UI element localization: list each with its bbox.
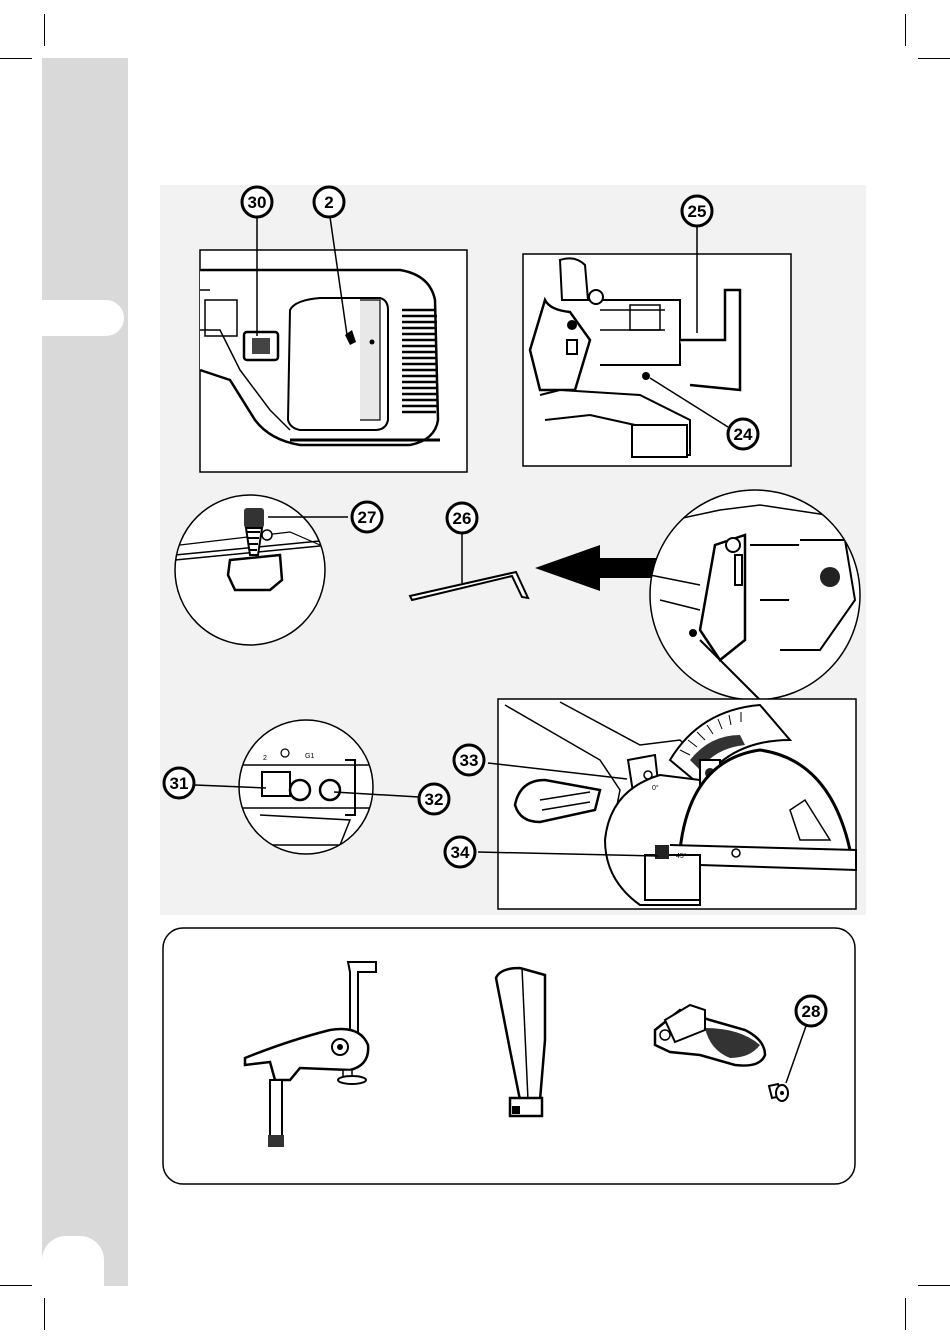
callout-27-label: 27 — [358, 508, 377, 527]
callout-25: 25 — [682, 196, 712, 226]
callout-28-label: 28 — [802, 1002, 821, 1021]
inset-label-g1: G1 — [305, 753, 314, 760]
callout-34: 34 — [445, 837, 475, 867]
inset-label-45deg: 45° — [676, 852, 687, 860]
callout-26: 26 — [447, 503, 477, 533]
callout-33-label: 33 — [460, 751, 479, 770]
inset-label-0deg: 0° — [652, 784, 659, 792]
callout-26-label: 26 — [453, 509, 472, 528]
inset-label-g2: 2 — [263, 755, 267, 762]
callout-24-label: 24 — [734, 425, 753, 444]
callout-2: 2 — [314, 187, 344, 217]
callout-2-label: 2 — [324, 193, 333, 212]
callout-30-label: 30 — [248, 193, 267, 212]
callout-32-label: 32 — [425, 790, 444, 809]
callout-31-label: 31 — [170, 774, 189, 793]
callout-31: 31 — [164, 768, 194, 798]
callout-27: 27 — [352, 502, 382, 532]
callout-33: 33 — [454, 745, 484, 775]
screw-part — [769, 1084, 788, 1101]
panel-hex-key-storage — [650, 490, 860, 700]
callout-32: 32 — [419, 784, 449, 814]
callout-24: 24 — [728, 419, 758, 449]
panel-handle-switch — [200, 250, 467, 472]
panel-bevel-scale: 45° 0° — [498, 699, 856, 909]
callout-30: 30 — [242, 187, 272, 217]
callout-28: 28 — [796, 996, 826, 1026]
callout-25-label: 25 — [688, 202, 707, 221]
callout-34-label: 34 — [451, 843, 470, 862]
